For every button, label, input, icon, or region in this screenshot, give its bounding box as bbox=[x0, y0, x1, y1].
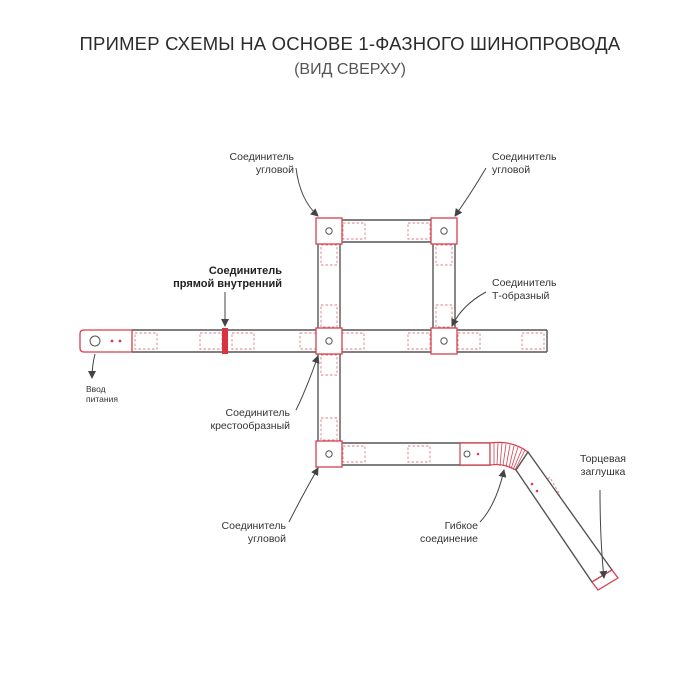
connector-dots bbox=[325, 227, 448, 458]
label-corner-top-left: Соединитель угловой bbox=[229, 151, 294, 176]
connectors bbox=[315, 217, 458, 468]
label-t-connector: Соединитель Т-образный bbox=[492, 277, 557, 302]
diagram-title: ПРИМЕР СХЕМЫ НА ОСНОВЕ 1-ФАЗНОГО ШИНОПРО… bbox=[79, 33, 621, 54]
label-power-input: Ввод питания bbox=[86, 384, 118, 404]
leader-lines bbox=[88, 167, 608, 579]
straight-internal-connector bbox=[222, 328, 228, 354]
corner-connector-bottom bbox=[315, 440, 343, 468]
label-corner-top-right: Соединитель угловой bbox=[492, 151, 557, 176]
flexible-connector bbox=[459, 441, 529, 471]
label-flexible: Гибкое соединение bbox=[420, 520, 478, 545]
label-corner-bottom: Соединитель угловой bbox=[221, 520, 286, 545]
power-input-feeder bbox=[79, 329, 133, 353]
label-cross-connector: Соединитель крестообразный bbox=[210, 407, 291, 432]
label-straight-internal: Соединитель прямой внутренний bbox=[173, 265, 282, 290]
diagram-subtitle: (ВИД СВЕРХУ) bbox=[294, 61, 406, 78]
track-inner-dashes bbox=[134, 222, 593, 559]
label-end-cap: Торцевая заглушка bbox=[580, 453, 626, 478]
